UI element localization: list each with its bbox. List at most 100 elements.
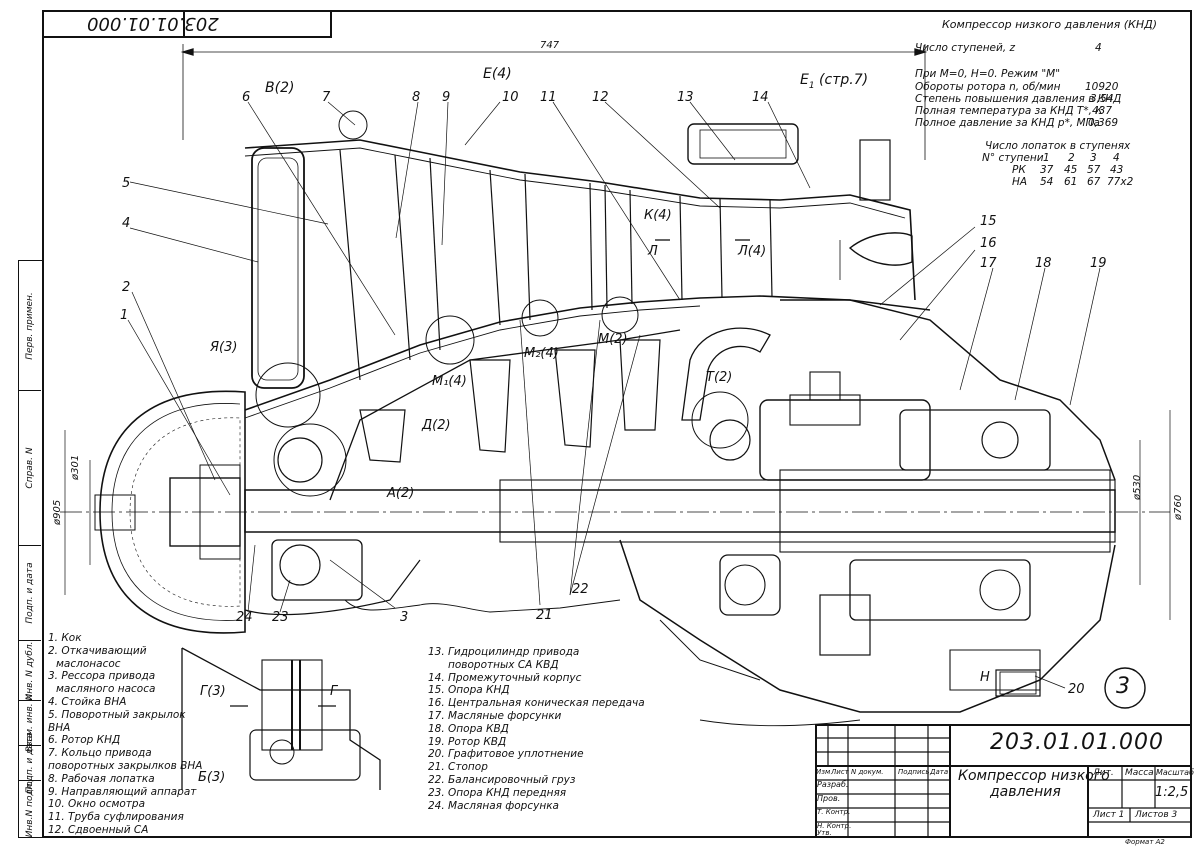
view-t2: Т(2) <box>706 370 733 385</box>
col-list: Лист <box>831 768 849 776</box>
callout-21: 21 <box>536 608 553 623</box>
legend-right-item: 14. Промежуточный корпус <box>428 671 582 684</box>
view-a2: А(2) <box>387 486 415 501</box>
side-cell-first-use: Перв. примен. <box>19 261 41 391</box>
spec-mode: При М=0, Н=0. Режим "М" <box>915 68 1061 80</box>
callout-19: 19 <box>1090 256 1107 271</box>
title-block-name-1: Компрессор низкого <box>958 768 1110 784</box>
dim-d905: ø905 <box>52 499 63 525</box>
callout-18: 18 <box>1035 256 1052 271</box>
spec-stages-value: 4 <box>1095 42 1102 54</box>
callout-17: 17 <box>980 256 997 271</box>
dim-length-747: 747 <box>540 40 560 51</box>
view-m1-4: М₁(4) <box>432 374 467 389</box>
spec-row-rpm-value: 10920 <box>1085 81 1119 93</box>
legend-left-item: 8. Рабочая лопатка <box>48 772 155 785</box>
dim-d760: ø760 <box>1173 494 1184 520</box>
callout-14: 14 <box>752 90 769 105</box>
callout-7: 7 <box>322 90 331 105</box>
dim-d301: ø301 <box>70 454 81 480</box>
blade-na-label: НА <box>1012 176 1028 188</box>
legend-right-item: поворотных СА КВД <box>448 658 559 671</box>
callout-15: 15 <box>980 214 997 229</box>
callout-13: 13 <box>677 90 694 105</box>
side-cell-ref: Справ. N <box>19 391 41 546</box>
legend-left-item: 2. Откачивающий <box>48 644 147 657</box>
callout-6: 6 <box>242 90 251 105</box>
title-block-sheets: Листов 3 <box>1135 810 1178 820</box>
legend-left-item: 11. Труба суфлирования <box>48 811 184 824</box>
blade-header-4: 4 <box>1113 152 1120 164</box>
blade-na-4: 77х2 <box>1107 176 1134 188</box>
view-b3: Б(3) <box>198 770 226 785</box>
sheet-number-circle: 3 <box>1116 674 1130 699</box>
legend-left-item: 12. Сдвоенный СА <box>48 823 149 836</box>
col-izm: Изм <box>816 768 831 776</box>
view-e1: Е1 (стр.7) <box>800 72 868 91</box>
blade-rk-3: 57 <box>1087 164 1101 176</box>
blade-na-2: 61 <box>1064 176 1078 188</box>
title-block-scale-label: Масштаб <box>1156 768 1195 777</box>
legend-left-item: масляного насоса <box>56 683 156 696</box>
col-doc: N докум. <box>851 768 884 776</box>
spec-blade-heading: Число лопаток в ступенях <box>985 140 1131 152</box>
callout-12: 12 <box>592 90 609 105</box>
callout-20: 20 <box>1068 682 1085 697</box>
title-block-sheet: Лист 1 <box>1093 810 1125 820</box>
legend-left-item: 5. Поворотный закрылок <box>48 708 186 721</box>
paper-format: Формат А2 <box>1125 838 1165 846</box>
callout-10: 10 <box>502 90 519 105</box>
callout-4: 4 <box>122 216 131 231</box>
legend-right-item: 15. Опора КНД <box>428 684 510 697</box>
spec-row-temp-label: Полная температура за КНД Т*, К <box>915 105 1103 117</box>
legend-right-item: 19. Ротор КВД <box>428 735 507 748</box>
callout-11: 11 <box>540 90 557 105</box>
col-date: Дата <box>930 768 949 776</box>
spec-row-temp-value: 437 <box>1092 105 1113 117</box>
blade-na-3: 67 <box>1087 176 1101 188</box>
view-e1-sub: 1 <box>808 80 815 91</box>
blade-rk-2: 45 <box>1064 164 1078 176</box>
blade-rk-label: РК <box>1012 164 1026 176</box>
legend-left-item: маслонасос <box>56 657 121 670</box>
callout-22: 22 <box>572 582 589 597</box>
role-norm-control: Н. Контр. <box>817 822 852 830</box>
view-m2-4: М₂(4) <box>524 346 559 361</box>
blade-rk-4: 43 <box>1110 164 1124 176</box>
legend-right-item: 18. Опора КВД <box>428 722 509 735</box>
legend-left: 1. Кок 2. Откачивающий маслонасос 3. Рес… <box>48 632 202 837</box>
legend-right-item: 21. Стопор <box>428 761 488 774</box>
view-l4: Л(4) <box>738 244 767 259</box>
legend-left-item: 7. Кольцо привода <box>48 747 152 760</box>
legend-right-item: 16. Центральная коническая передача <box>428 697 645 710</box>
legend-left-item: 9. Направляющий аппарат <box>48 785 197 798</box>
legend-right-item: 22. Балансировочный груз <box>428 773 576 786</box>
view-g: Г <box>330 684 338 699</box>
blade-header-2: 2 <box>1068 152 1075 164</box>
code-box-divider <box>183 10 185 38</box>
callout-5: 5 <box>122 176 131 191</box>
title-block-code: 203.01.01.000 <box>990 730 1164 755</box>
callout-9: 9 <box>442 90 451 105</box>
view-k4: К(4) <box>644 208 672 223</box>
col-sign: Подпись <box>898 768 930 776</box>
spec-stages-label: Число ступеней, z <box>915 42 1016 54</box>
view-e4: Е(4) <box>483 66 512 82</box>
view-ya3: Я(3) <box>210 340 238 355</box>
role-developer: Разраб. <box>817 780 849 789</box>
legend-right-item: 17. Масляные форсунки <box>428 709 562 722</box>
spec-row-press-label: Полное давление за КНД p*, МПа <box>915 117 1100 129</box>
callout-16: 16 <box>980 236 997 251</box>
spec-row-rpm-label: Обороты ротора n, об/мин <box>915 81 1061 93</box>
title-block-name-2: давления <box>990 784 1061 800</box>
view-n: Н <box>980 670 990 685</box>
sheet-border <box>42 10 1192 838</box>
legend-left-item: 10. Окно осмотра <box>48 798 146 811</box>
legend-left-item: 3. Рессора привода <box>48 670 156 683</box>
title-block-mass: Масса <box>1125 768 1154 778</box>
legend-right: 13. Гидроцилиндр привода поворотных СА К… <box>428 646 645 812</box>
legend-right-item: 13. Гидроцилиндр привода <box>428 646 580 658</box>
view-e1-letter: Е <box>800 72 809 88</box>
legend-left-item: ВНА <box>48 721 71 734</box>
